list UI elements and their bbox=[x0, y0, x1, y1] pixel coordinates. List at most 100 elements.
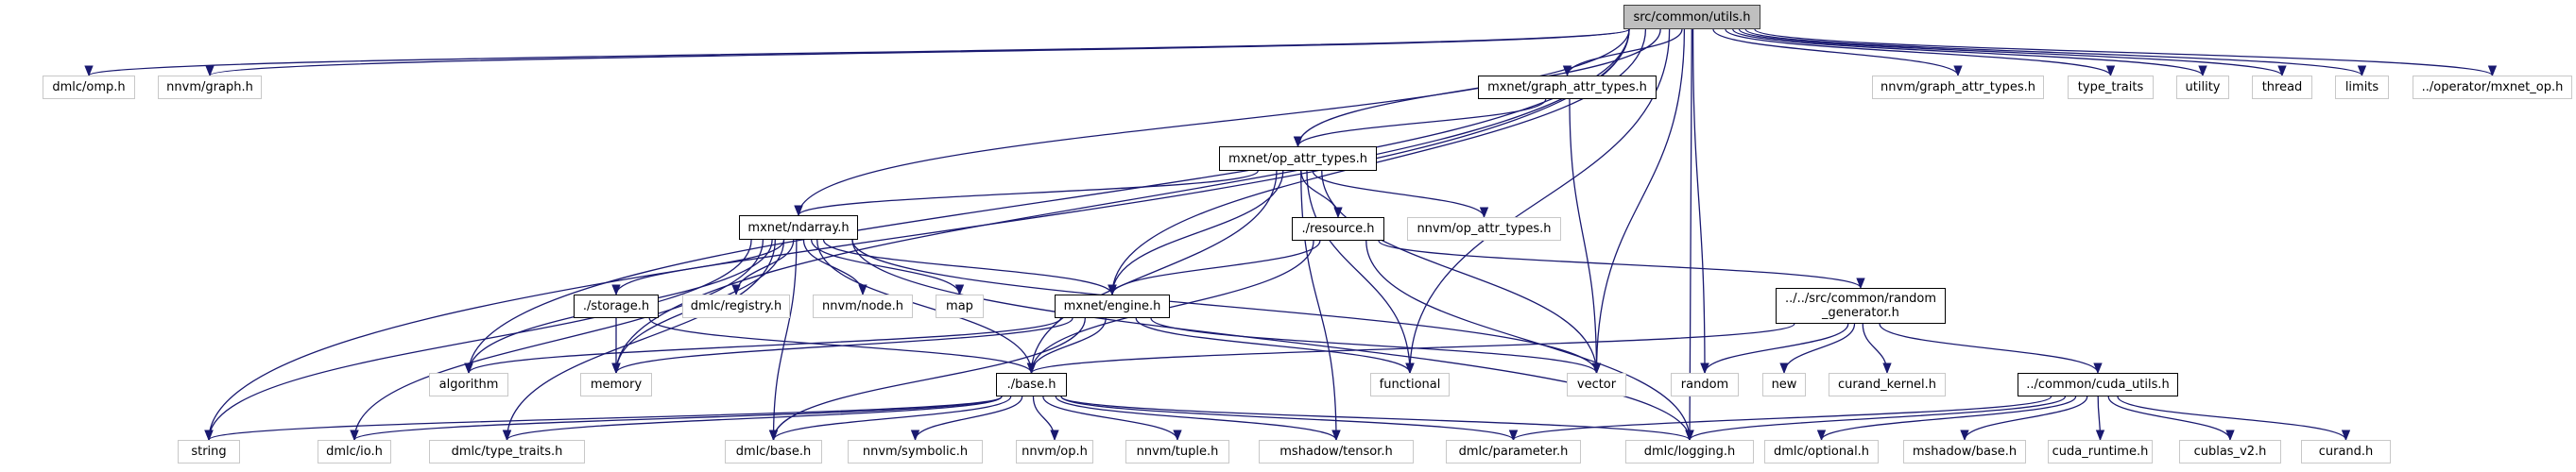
node-mshadow-base[interactable]: mshadow/base.h bbox=[1903, 440, 2026, 464]
node-dmlc-base[interactable]: dmlc/base.h bbox=[725, 440, 822, 464]
edge-utils-to-mxnet_op bbox=[1754, 28, 2497, 77]
node-label: dmlc/io.h bbox=[326, 445, 383, 459]
node-label: dmlc/logging.h bbox=[1643, 445, 1736, 459]
node-map[interactable]: map bbox=[936, 295, 984, 318]
node-random[interactable]: random bbox=[1671, 373, 1739, 396]
node-label: ./base.h bbox=[1006, 378, 1056, 392]
node-parameter[interactable]: dmlc/parameter.h bbox=[1446, 440, 1581, 464]
node-curand[interactable]: curand.h bbox=[2301, 440, 2391, 464]
node-cuda-runtime[interactable]: cuda_runtime.h bbox=[2048, 440, 2153, 464]
edge-utils-to-ndarray bbox=[794, 28, 1630, 217]
edge-cuda_utils-to-cuda_runtime bbox=[2095, 396, 2105, 442]
node-limits[interactable]: limits bbox=[2335, 76, 2389, 99]
node-engine[interactable]: mxnet/engine.h bbox=[1055, 295, 1170, 318]
edge-ndarray-to-dmlc_io bbox=[350, 239, 764, 442]
node-new[interactable]: new bbox=[1762, 373, 1806, 396]
edge-base-to-tensor bbox=[1055, 396, 1341, 442]
node-cublas[interactable]: cublas_v2.h bbox=[2179, 440, 2281, 464]
node-optional[interactable]: dmlc/optional.h bbox=[1764, 440, 1879, 464]
node-label: nnvm/graph_attr_types.h bbox=[1880, 80, 2035, 94]
node-mxnet-op[interactable]: ../operator/mxnet_op.h bbox=[2413, 76, 2572, 99]
node-label: memory bbox=[590, 378, 643, 392]
node-label: dmlc/base.h bbox=[735, 445, 812, 459]
edge-random_gen-to-new bbox=[1779, 323, 1856, 375]
node-nnvm-graph-attr[interactable]: nnvm/graph_attr_types.h bbox=[1872, 76, 2044, 99]
node-storage[interactable]: ./storage.h bbox=[574, 295, 659, 318]
node-registry[interactable]: dmlc/registry.h bbox=[682, 295, 790, 318]
edge-utils-to-random bbox=[1692, 28, 1709, 375]
edge-utils-to-thread bbox=[1738, 28, 2287, 77]
edge-ndarray-to-storage bbox=[611, 239, 785, 296]
node-curand-kernel[interactable]: curand_kernel.h bbox=[1829, 373, 1946, 396]
edge-base-to-logging bbox=[1060, 396, 1694, 442]
node-type-traits[interactable]: type_traits bbox=[2068, 76, 2154, 99]
node-memory[interactable]: memory bbox=[580, 373, 652, 396]
node-utils[interactable]: src/common/utils.h bbox=[1623, 5, 1760, 29]
node-label: ../../src/common/random _generator.h bbox=[1784, 292, 1937, 320]
edge-base-to-nnvm_op bbox=[1032, 396, 1059, 442]
node-label: nnvm/tuple.h bbox=[1136, 445, 1219, 459]
node-label: curand.h bbox=[2318, 445, 2374, 459]
edge-ndarray-to-string bbox=[204, 239, 752, 442]
node-label: dmlc/parameter.h bbox=[1458, 445, 1569, 459]
edge-op_attr-to-nnvm_op_attr bbox=[1312, 170, 1489, 219]
edge-utils-to-utility bbox=[1732, 28, 2207, 77]
node-vector[interactable]: vector bbox=[1567, 373, 1626, 396]
edge-cuda_utils-to-logging bbox=[1685, 396, 2067, 442]
node-mx-graph-attr[interactable]: mxnet/graph_attr_types.h bbox=[1478, 76, 1657, 99]
edge-random_gen-to-random bbox=[1700, 323, 1849, 375]
node-nnvm-op[interactable]: nnvm/op.h bbox=[1016, 440, 1093, 464]
edge-op_attr-to-base bbox=[1026, 170, 1278, 375]
node-thread[interactable]: thread bbox=[2252, 76, 2312, 99]
node-nnvm-graph[interactable]: nnvm/graph.h bbox=[158, 76, 262, 99]
node-random-gen[interactable]: ../../src/common/random _generator.h bbox=[1776, 288, 1946, 324]
edge-ndarray-to-base bbox=[816, 239, 1037, 375]
node-logging[interactable]: dmlc/logging.h bbox=[1625, 440, 1754, 464]
edge-op_attr-to-vector bbox=[1321, 170, 1602, 375]
edge-base-to-dmlc_io bbox=[350, 396, 1003, 442]
node-tuple[interactable]: nnvm/tuple.h bbox=[1125, 440, 1229, 464]
edge-base-to-tuple bbox=[1042, 396, 1182, 442]
node-tensor[interactable]: mshadow/tensor.h bbox=[1259, 440, 1414, 464]
edge-op_attr-to-tensor bbox=[1300, 170, 1341, 442]
node-cuda-utils[interactable]: ../common/cuda_utils.h bbox=[2018, 373, 2178, 396]
node-resource[interactable]: ./resource.h bbox=[1292, 217, 1384, 241]
node-label: ../common/cuda_utils.h bbox=[2026, 378, 2170, 392]
edge-random_gen-to-base bbox=[1027, 323, 1795, 375]
node-string[interactable]: string bbox=[178, 440, 240, 464]
node-label: dmlc/optional.h bbox=[1773, 445, 1870, 459]
edge-utils-to-mx_graph_attr bbox=[1562, 28, 1683, 77]
node-node[interactable]: nnvm/node.h bbox=[813, 295, 913, 318]
edge-ndarray-to-registry bbox=[731, 239, 795, 296]
node-nnvm-op-attr[interactable]: nnvm/op_attr_types.h bbox=[1407, 217, 1561, 241]
node-op-attr[interactable]: mxnet/op_attr_types.h bbox=[1219, 146, 1377, 171]
node-label: mxnet/engine.h bbox=[1063, 299, 1161, 313]
node-algorithm[interactable]: algorithm bbox=[429, 373, 508, 396]
node-label: type_traits bbox=[2077, 80, 2144, 94]
edge-ndarray-to-dmlc_type_traits bbox=[502, 239, 776, 442]
node-label: mshadow/base.h bbox=[1912, 445, 2018, 459]
node-ndarray[interactable]: mxnet/ndarray.h bbox=[739, 215, 858, 240]
node-label: vector bbox=[1576, 378, 1617, 392]
edge-utils-to-omp bbox=[85, 28, 1630, 77]
edge-base-to-dmlc_type_traits bbox=[503, 396, 1003, 442]
node-label: mshadow/tensor.h bbox=[1279, 445, 1393, 459]
node-dmlc-io[interactable]: dmlc/io.h bbox=[318, 440, 391, 464]
edge-ndarray-to-map bbox=[810, 239, 965, 296]
edge-ndarray-to-node bbox=[802, 239, 867, 296]
edge-cuda_utils-to-cublas bbox=[2107, 396, 2235, 442]
edge-ndarray-to-dmlc_base bbox=[768, 239, 798, 442]
edge-cuda_utils-to-curand bbox=[2117, 396, 2351, 442]
node-dmlc-type-traits[interactable]: dmlc/type_traits.h bbox=[429, 440, 585, 464]
edge-op_attr-to-ndarray bbox=[794, 170, 1259, 217]
edge-mx_graph_attr-to-op_attr bbox=[1293, 98, 1547, 148]
node-symbolic[interactable]: nnvm/symbolic.h bbox=[848, 440, 983, 464]
node-label: cuda_runtime.h bbox=[2052, 445, 2149, 459]
node-base[interactable]: ./base.h bbox=[996, 373, 1067, 396]
node-functional[interactable]: functional bbox=[1370, 373, 1450, 396]
node-omp[interactable]: dmlc/omp.h bbox=[43, 76, 135, 99]
edge-resource-to-random_gen bbox=[1378, 240, 1865, 290]
node-utility[interactable]: utility bbox=[2176, 76, 2229, 99]
